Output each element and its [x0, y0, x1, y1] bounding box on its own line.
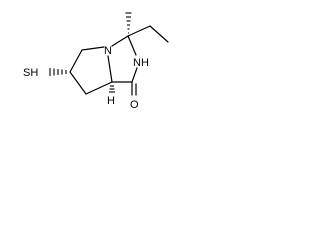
atom-nh-label: NH — [133, 57, 149, 69]
hashed-wedge-c-sh — [49, 68, 67, 76]
hashed-wedge-c-h — [109, 85, 115, 93]
atom-h-label: H — [107, 95, 115, 107]
bond-cbridge-n — [107, 55, 113, 83]
atom-n-label: N — [104, 45, 112, 57]
bond-c-ch2-bottom — [69, 71, 87, 95]
bond-ethyl-ch3 — [149, 25, 169, 43]
molecule-canvas: SH N NH H O — [0, 0, 178, 124]
bond-ch2-cbridge — [85, 81, 113, 95]
hashed-wedge-methyl — [125, 12, 132, 34]
bond-ch2-n — [81, 46, 105, 51]
atom-o-label: O — [130, 99, 139, 111]
atom-sh-label: SH — [23, 67, 38, 79]
bond-nh-carbonyl — [131, 67, 138, 83]
bond-cquat-nh — [127, 35, 137, 56]
bond-n-cquat — [111, 35, 129, 47]
structure-drawing: SH N NH H O — [23, 12, 169, 111]
bond-cquat-ethyl-ch2 — [127, 25, 151, 37]
bond-c-ch2-top — [69, 49, 83, 73]
